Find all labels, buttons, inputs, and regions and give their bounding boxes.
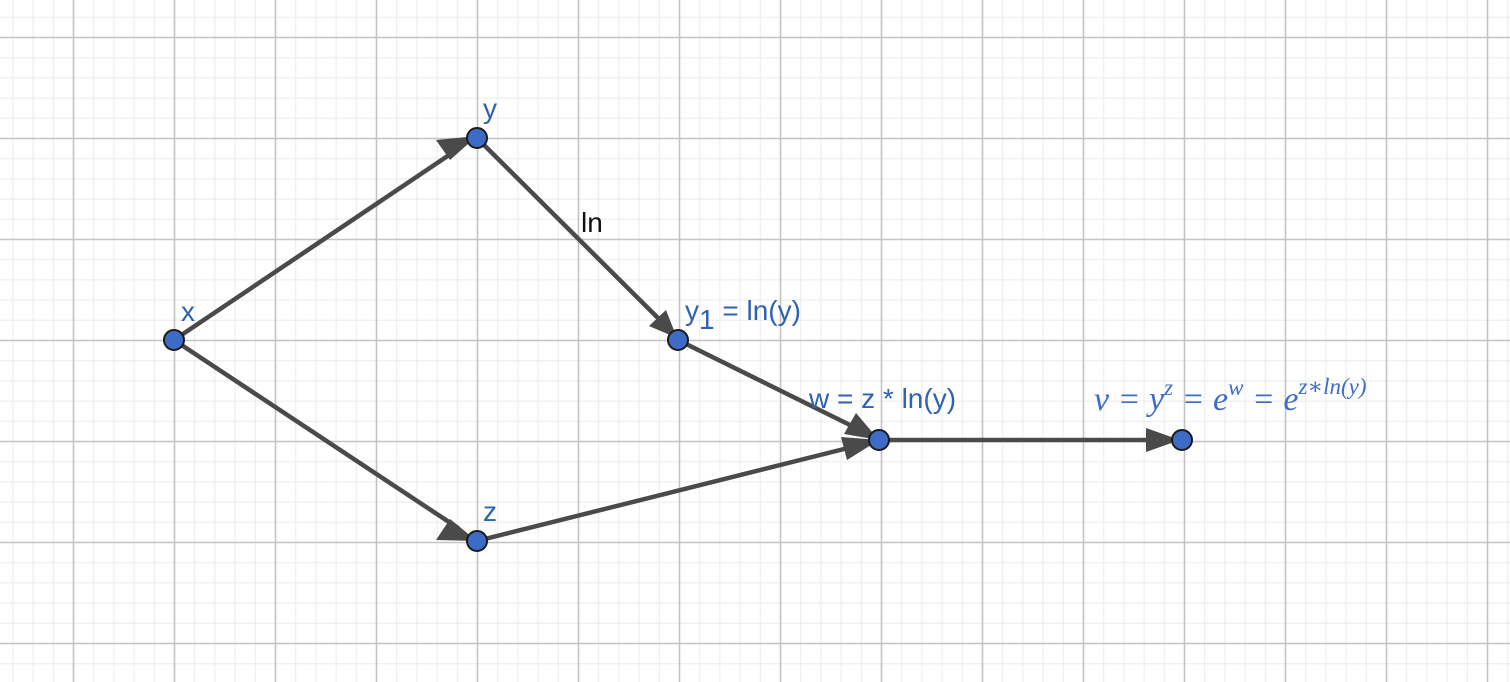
node-v-formula-mid2: = e: [1243, 381, 1298, 418]
edges-layer: [171, 135, 1180, 544]
node-y1-label-main: y: [685, 295, 699, 326]
edge-y-to-y1-label: ln: [581, 207, 603, 238]
node-x-label: x: [181, 296, 195, 327]
nodes-layer: [163, 127, 1193, 552]
node-v-formula-exp-z: z: [1163, 375, 1173, 400]
node-v-formula-mid: = e: [1173, 381, 1228, 418]
node-w-label: w = z * ln(y): [808, 383, 956, 414]
node-z[interactable]: [466, 530, 488, 552]
arrowhead-x-to-y: [436, 136, 477, 160]
node-y1-label: y1 = ln(y): [685, 295, 801, 335]
node-y1-label-rest: = ln(y): [715, 295, 801, 326]
edge-y-to-y1: [474, 135, 665, 325]
arrowhead-y-to-y1: [649, 310, 677, 338]
node-w[interactable]: [868, 429, 890, 451]
node-x[interactable]: [163, 329, 185, 351]
node-v-formula-lhs: v = y: [1094, 381, 1165, 418]
arrowhead-y1-to-w: [844, 413, 879, 440]
edge-x-to-y: [171, 146, 461, 343]
edge-x-to-z: [171, 337, 461, 531]
node-y-label: y: [483, 93, 497, 124]
node-v-formula-exp-zlny: z∗ln(y): [1298, 374, 1367, 399]
arrowhead-x-to-z: [436, 519, 477, 541]
node-v-formula-exp-w: w: [1228, 375, 1244, 400]
arrowhead-w-to-v: [1146, 428, 1180, 452]
node-z-label: z: [483, 496, 497, 527]
node-y1-label-sub: 1: [699, 304, 715, 335]
node-y1[interactable]: [667, 329, 689, 351]
labels-layer: x y z y1 = ln(y) w = z * ln(y) ln v = yz…: [181, 93, 1367, 527]
node-y[interactable]: [466, 127, 488, 149]
node-v-formula: v = yz = ew = ez∗ln(y): [1094, 374, 1367, 418]
edge-z-to-w: [474, 443, 859, 544]
edge-y1-to-w: [675, 337, 861, 432]
node-v[interactable]: [1171, 429, 1193, 451]
